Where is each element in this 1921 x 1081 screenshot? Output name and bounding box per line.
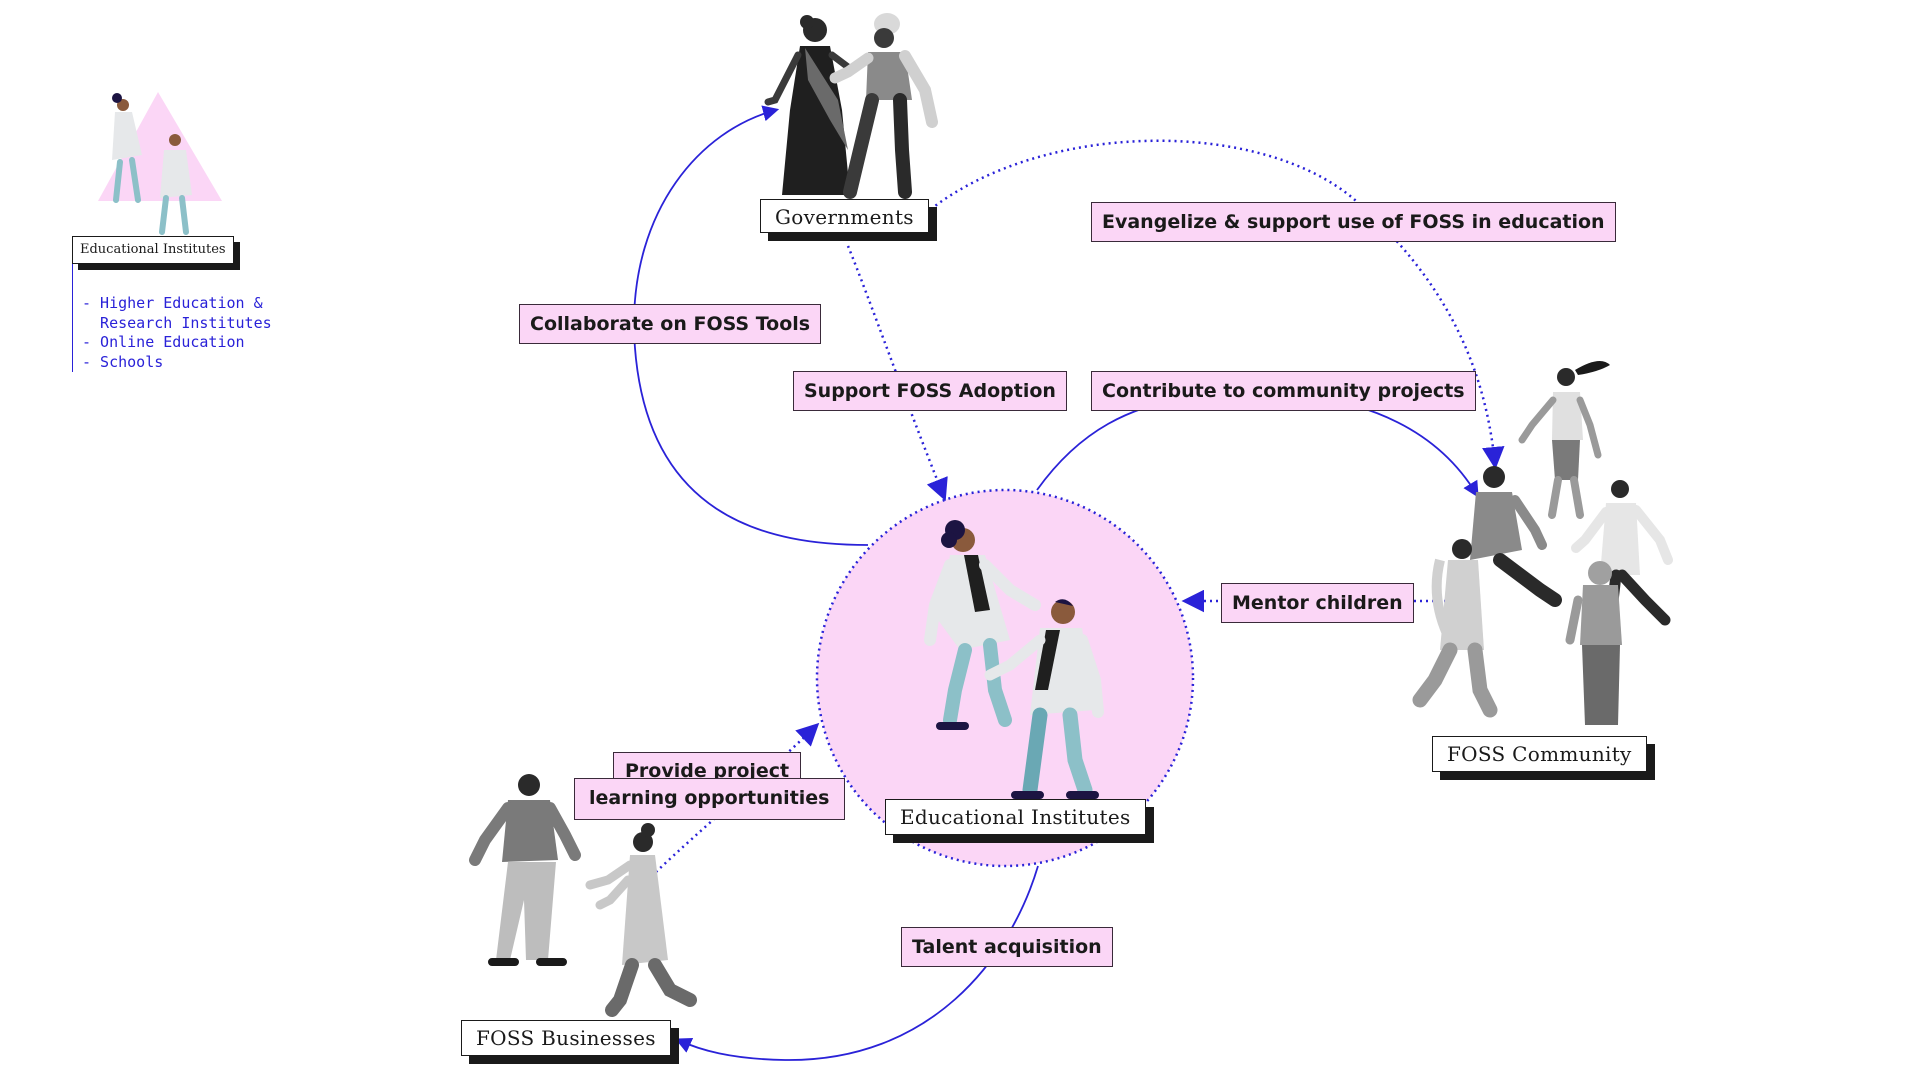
legend-item: - Online Education [82,333,245,351]
educational-institutes-circle [815,488,1195,868]
legend-item: - Higher Education & Research Institutes [82,294,272,332]
relation-mentor-children: Mentor children [1221,583,1414,623]
woman-in-sari-figure [764,15,856,195]
foss-businesses-figures [469,774,697,1017]
node-governments[interactable]: Governments [760,199,929,233]
legend-figures [112,93,192,235]
governments-figures [764,13,938,199]
arrow-evangelize [925,139,1505,470]
legend-list: - Higher Education & Research Institutes… [82,294,272,372]
node-educational-institutes[interactable]: Educational Institutes [885,799,1146,835]
woman-in-kurta-figure [585,823,697,1017]
legend-item: - Schools [82,352,164,371]
legend-bracket-line [72,264,73,372]
legend-triangle [98,92,222,201]
node-foss-businesses[interactable]: FOSS Businesses [461,1020,671,1056]
man-in-turban-figure [829,13,938,199]
node-foss-community[interactable]: FOSS Community [1432,736,1647,772]
foss-community-figures [1412,361,1673,725]
legend-title: Educational Institutes [72,236,234,264]
relation-evangelize-foss-in-education: Evangelize & support use of FOSS in educ… [1091,202,1616,242]
relation-contribute-to-community-projects: Contribute to community projects [1091,371,1476,411]
relation-provide-project-line2: learning opportunities [574,778,845,820]
arrow-support-adoption [846,245,948,502]
relation-collaborate-on-foss-tools: Collaborate on FOSS Tools [519,304,822,344]
man-in-labcoat-figure [984,599,1104,799]
man-in-sweater-figure [469,774,581,966]
relation-talent-acquisition: Talent acquisition [901,927,1113,967]
man-carrying-child-figure [1412,466,1562,718]
woman-in-hijab-figure [1565,561,1622,725]
woman-in-labcoat-figure [924,520,1041,730]
educational-institutes-figures [924,520,1104,799]
woman-with-ponytail-figure [1518,361,1610,519]
relation-support-foss-adoption: Support FOSS Adoption [793,371,1067,411]
